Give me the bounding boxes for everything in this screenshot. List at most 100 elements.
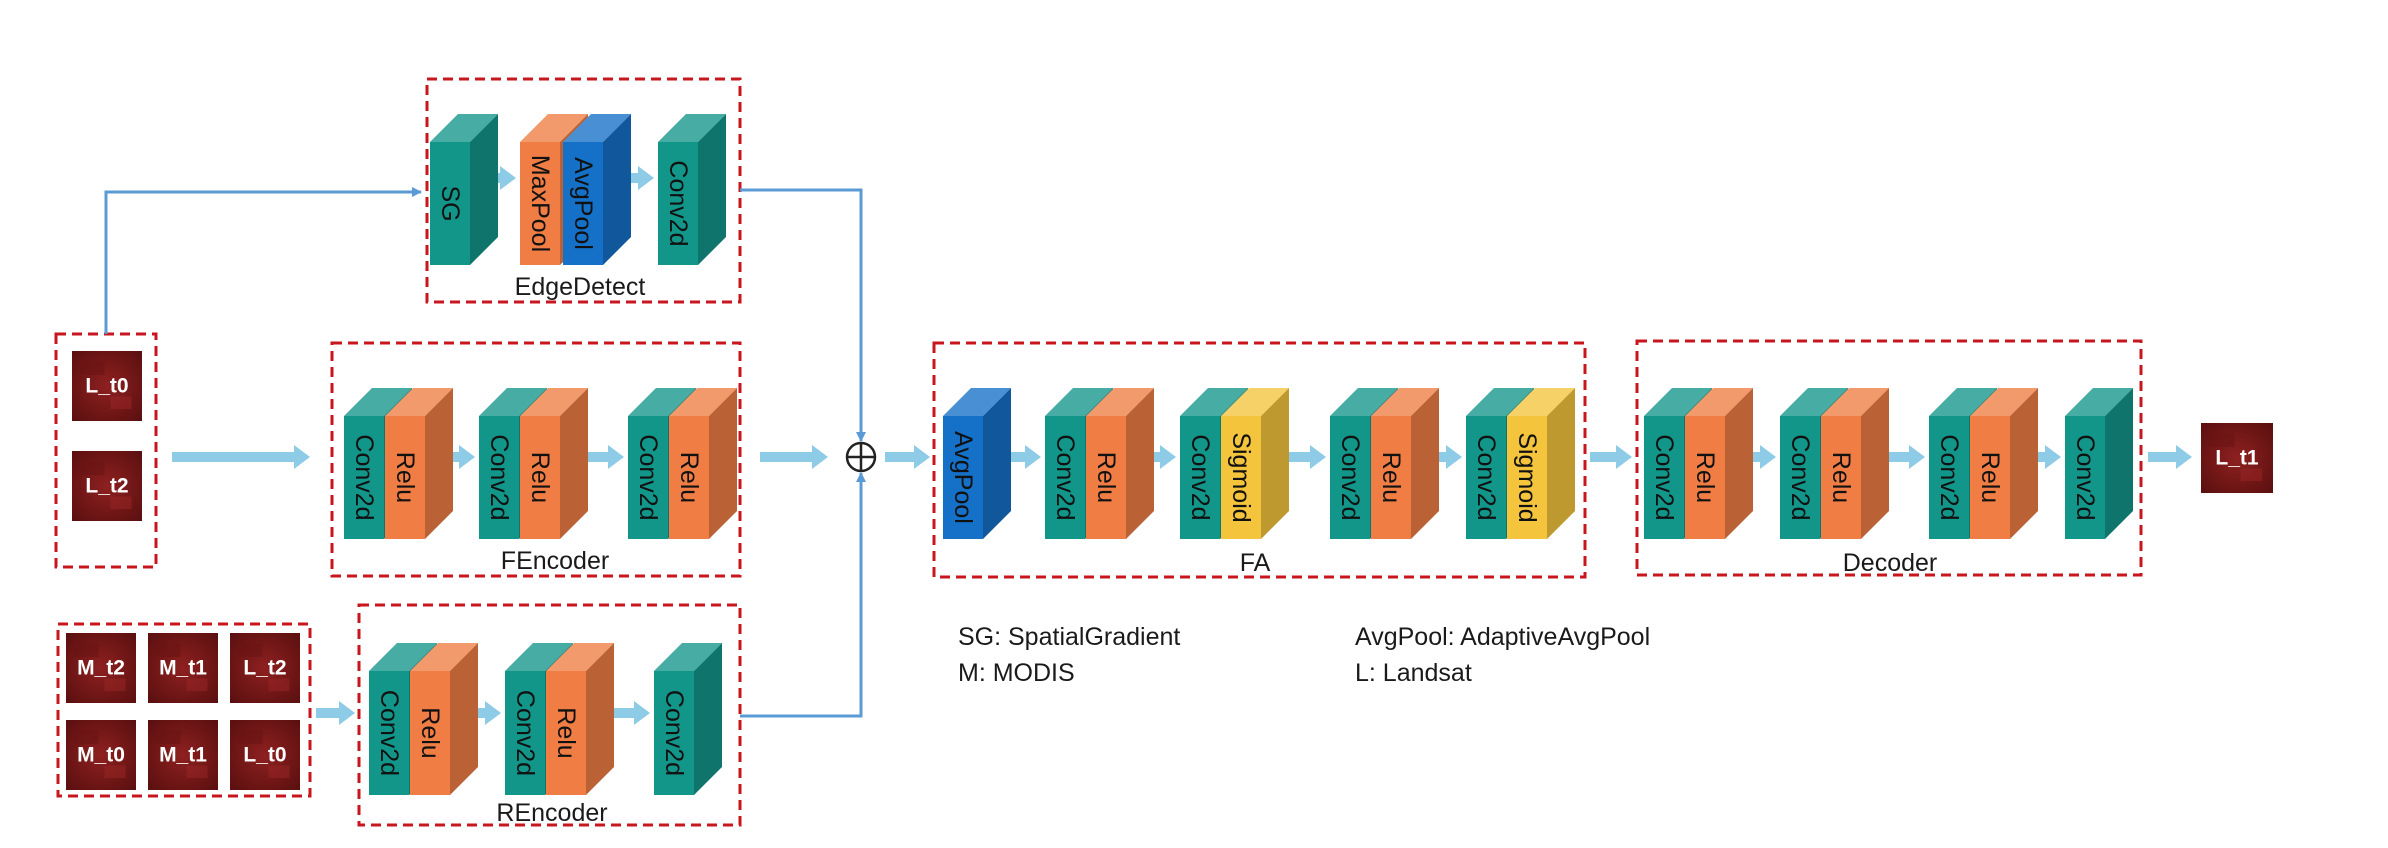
image-tile-landsat-t2: L_t2 (72, 451, 142, 521)
block-label: Relu (1092, 452, 1120, 503)
block-fenc-relu2: Relu (520, 388, 588, 539)
block-label: Conv2d (511, 690, 539, 776)
block-label: Conv2d (375, 690, 403, 776)
image-tile-modis-l-t0: L_t0 (230, 720, 300, 790)
flow-arrow (605, 701, 650, 725)
flow-arrow (2016, 445, 2061, 469)
image-tile-modis-m-t2: M_t2 (66, 633, 136, 703)
flow-arrow (1281, 445, 1326, 469)
tile-label: L_t0 (85, 375, 128, 398)
block-fa-avgpool: AvgPool (943, 388, 1011, 539)
tile-label: L_t0 (243, 744, 286, 767)
fa-group (932, 341, 1587, 579)
flow-arrow (1590, 445, 1632, 469)
block-edge-conv: Conv2d (658, 114, 726, 265)
legend-avgpool: AvgPool: AdaptiveAvgPool (1355, 623, 1650, 651)
tile-label: L_t2 (85, 475, 128, 498)
decoder-label: Decoder (1843, 549, 1938, 577)
block-label: Conv2d (660, 690, 688, 776)
tile-label: M_t1 (159, 744, 207, 767)
block-label: Relu (391, 452, 419, 503)
block-fa-relu2: Relu (1371, 388, 1439, 539)
flow-arrow (2148, 445, 2192, 469)
block-fenc-relu1: Relu (385, 388, 453, 539)
block-edge-sg: SG (430, 114, 498, 265)
block-label: Relu (1976, 452, 2004, 503)
edge-line-to-sum (740, 188, 866, 442)
block-label: Relu (526, 452, 554, 503)
block-label: Relu (1377, 452, 1405, 503)
block-label: Conv2d (485, 434, 513, 520)
block-label: Relu (552, 707, 580, 758)
image-tile-modis-m-t0: M_t0 (66, 720, 136, 790)
block-label: AvgPool (569, 157, 597, 250)
block-fa-relu1: Relu (1086, 388, 1154, 539)
flow-arrow (1417, 445, 1462, 469)
modis-input-group (56, 622, 312, 798)
tile-label: M_t1 (159, 657, 207, 680)
block-label: Conv2d (1186, 434, 1214, 520)
skip-line-to-edge (104, 187, 422, 334)
block-label: Relu (675, 452, 703, 503)
block-label: Relu (1827, 452, 1855, 503)
block-fa-sigmoid2: Sigmoid (1507, 388, 1575, 539)
block-label: Conv2d (1650, 434, 1678, 520)
block-dec-relu1: Relu (1685, 388, 1753, 539)
legend-sg: SG: SpatialGradient (958, 623, 1180, 651)
block-label: Conv2d (634, 434, 662, 520)
rencoder-label: REncoder (496, 799, 607, 827)
image-tile-output: L_t1 (2201, 423, 2273, 493)
flow-arrow (1880, 445, 1925, 469)
edge-detect-label: EdgeDetect (515, 273, 646, 301)
block-label: Sigmoid (1513, 432, 1541, 522)
rencoder-line-to-sum (740, 472, 866, 718)
block-renc-relu2: Relu (546, 643, 614, 795)
tile-label: M_t0 (77, 744, 125, 767)
block-label: Conv2d (1051, 434, 1079, 520)
block-label: Sigmoid (1227, 432, 1255, 522)
block-label: Conv2d (2071, 434, 2099, 520)
flow-arrow (885, 445, 930, 469)
block-label: Conv2d (1786, 434, 1814, 520)
block-label: SG (436, 185, 464, 221)
fa-label: FA (1240, 549, 1271, 577)
tile-label: M_t2 (77, 657, 125, 680)
sum-operator (845, 441, 877, 473)
flow-arrow (433, 445, 475, 469)
block-dec-relu3: Relu (1970, 388, 2038, 539)
block-label: Conv2d (664, 160, 692, 246)
legend-m: M: MODIS (958, 659, 1075, 687)
block-renc-relu1: Relu (410, 643, 478, 795)
block-edge-avgpool: AvgPool (563, 114, 631, 265)
block-label: Conv2d (1472, 434, 1500, 520)
tile-label: L_t2 (243, 657, 286, 680)
fencoder-label: FEncoder (501, 547, 609, 575)
block-label: Conv2d (1935, 434, 1963, 520)
block-label: MaxPool (526, 155, 554, 252)
image-tile-modis-m-t1b: M_t1 (148, 720, 218, 790)
image-tile-modis-m-t1: M_t1 (148, 633, 218, 703)
block-label: Conv2d (350, 434, 378, 520)
block-dec-conv4: Conv2d (2065, 388, 2133, 539)
flow-arrow (582, 445, 624, 469)
block-label: Relu (416, 707, 444, 758)
rencoder-group (357, 603, 742, 827)
block-label: Relu (1691, 452, 1719, 503)
block-fenc-relu3: Relu (669, 388, 737, 539)
flow-arrow (1731, 445, 1776, 469)
block-fa-sigmoid1: Sigmoid (1221, 388, 1289, 539)
block-label: Conv2d (1336, 434, 1364, 520)
tile-label: L_t1 (2215, 447, 2259, 470)
image-tile-landsat-t0: L_t0 (72, 351, 142, 421)
block-renc-conv3: Conv2d (654, 643, 722, 795)
flow-arrow (760, 445, 828, 469)
flow-arrow (996, 445, 1041, 469)
flow-arrow (613, 166, 654, 190)
image-tile-modis-l-t2: L_t2 (230, 633, 300, 703)
flow-arrow (316, 701, 355, 725)
legend-l: L: Landsat (1355, 659, 1472, 687)
block-label: AvgPool (949, 431, 977, 524)
flow-arrow (457, 701, 501, 725)
flow-arrow (172, 445, 310, 469)
